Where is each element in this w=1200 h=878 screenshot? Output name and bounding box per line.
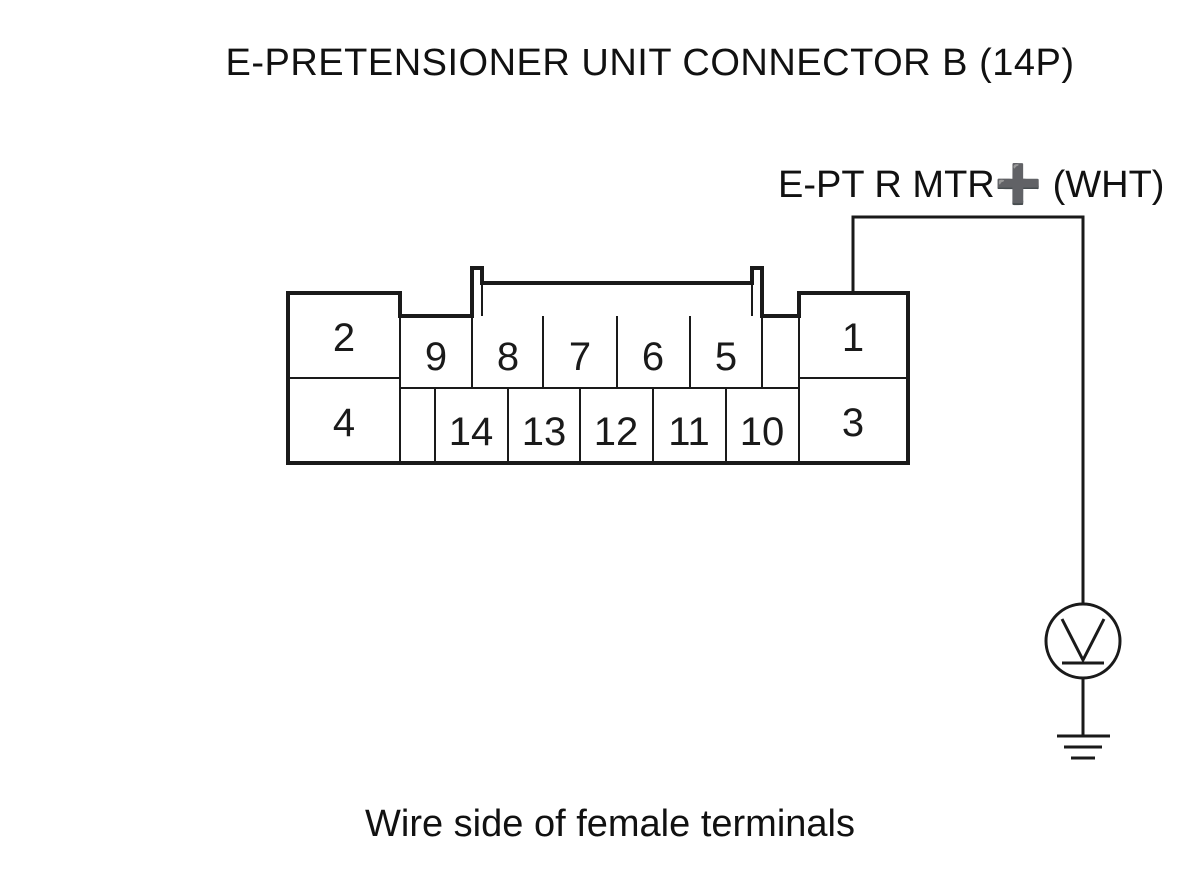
- voltmeter-icon: [1044, 602, 1122, 680]
- diagram-caption: Wire side of female terminals: [365, 803, 855, 845]
- terminal-8: 8: [497, 335, 519, 379]
- terminal-9: 9: [425, 335, 447, 379]
- terminal-1: 1: [842, 316, 864, 360]
- ground-icon: [1057, 734, 1110, 760]
- probe-wire: [851, 215, 1085, 604]
- terminal-7: 7: [569, 335, 591, 379]
- terminal-11: 11: [668, 410, 710, 454]
- terminal-14: 14: [449, 410, 494, 454]
- terminal-3: 3: [842, 401, 864, 445]
- terminal-4: 4: [333, 401, 355, 445]
- terminal-labels: 2 4 1 3 9 8 7 6 5 14 13 12 11 10: [333, 316, 864, 454]
- connector-body: [286, 266, 910, 465]
- terminal-6: 6: [642, 335, 664, 379]
- wire-label: E-PT R MTR➕ (WHT): [778, 164, 1165, 206]
- terminal-13: 13: [522, 410, 567, 454]
- terminal-10: 10: [740, 410, 785, 454]
- terminal-2: 2: [333, 316, 355, 360]
- diagram-title: E-PRETENSIONER UNIT CONNECTOR B (14P): [225, 42, 1075, 84]
- terminal-5: 5: [715, 335, 737, 379]
- terminal-12: 12: [594, 410, 639, 454]
